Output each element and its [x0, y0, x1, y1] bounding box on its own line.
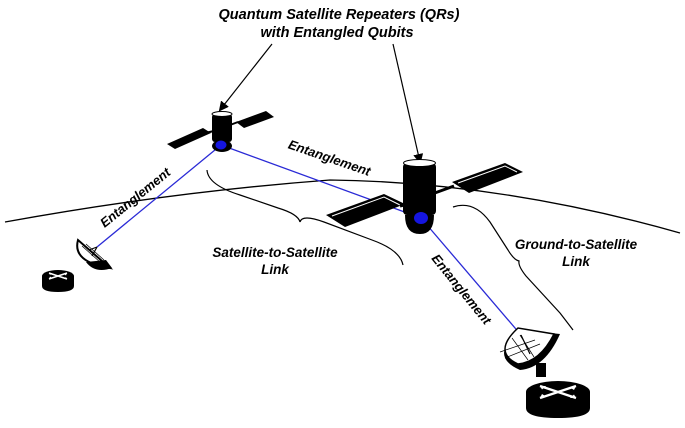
satellite-body — [212, 114, 232, 142]
router-icon — [42, 270, 74, 292]
title-arrow-left — [218, 43, 273, 112]
solar-panel-right — [452, 163, 523, 193]
satellite-dish-icon — [76, 238, 114, 270]
entanglement-link-right — [420, 217, 522, 336]
satellite-body — [403, 163, 436, 215]
title-arrow-right — [392, 43, 424, 164]
title-line-2: with Entangled Qubits — [260, 25, 413, 41]
sat-to-sat-label-line-2: Link — [261, 262, 290, 277]
qubit — [414, 212, 428, 224]
entanglement-link-left — [96, 144, 222, 248]
title-arrows — [218, 43, 424, 164]
solar-panel-left — [326, 194, 405, 227]
earth-horizon — [4, 179, 681, 234]
satellite-left — [167, 111, 274, 152]
solar-panel-left — [167, 128, 211, 149]
title-line-1: Quantum Satellite Repeaters (QRs) — [219, 7, 460, 23]
satellite-dish-icon — [499, 327, 560, 377]
satellite-right — [326, 159, 523, 234]
ground-to-sat-label-line-1: Ground-to-Satellite — [515, 237, 638, 252]
ground-to-sat-brace — [452, 204, 574, 331]
entanglement-label-top: Entanglement — [286, 137, 373, 179]
router-icon — [526, 381, 590, 418]
solar-panel-right — [236, 111, 274, 128]
ground-to-sat-label-line-2: Link — [562, 254, 591, 269]
qubit — [215, 140, 227, 150]
ground-station-left — [42, 238, 114, 292]
sat-to-sat-label-line-1: Satellite-to-Satellite — [212, 245, 338, 260]
sat-to-sat-brace — [206, 169, 404, 266]
ground-station-right — [499, 327, 590, 418]
entanglement-label-right: Entanglement — [429, 251, 495, 328]
